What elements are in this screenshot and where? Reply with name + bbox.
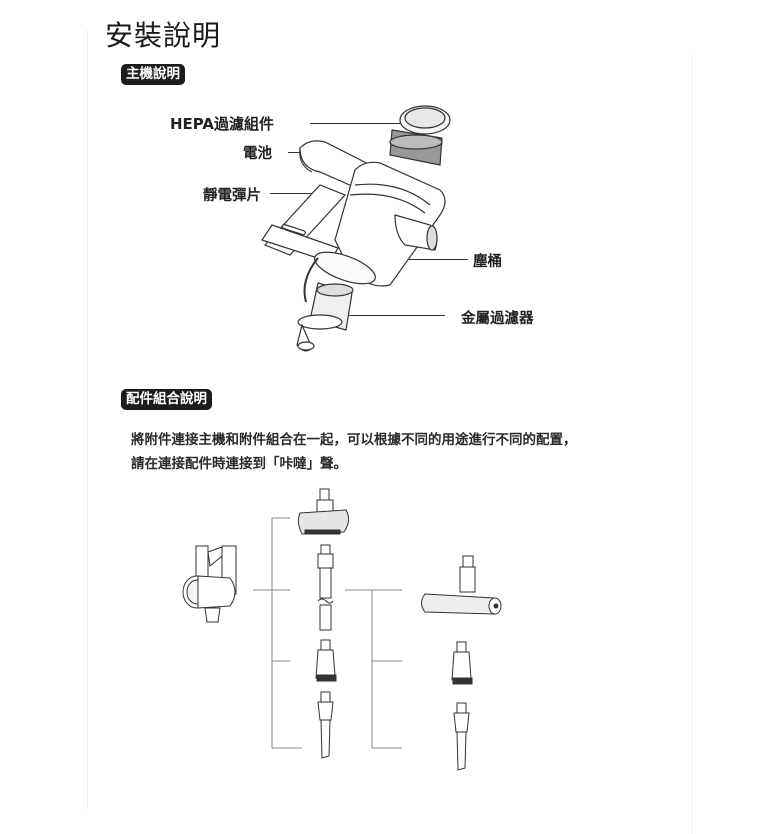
label-dust-bin: 塵桶 [473,254,502,270]
combination-brush-illustration [315,639,337,682]
crevice-tool-2-illustration [453,702,470,771]
left-bracket-lines [253,517,302,749]
page-title: 安裝說明 [105,19,222,52]
section-badge-accessories: 配件組合說明 [121,389,212,410]
main-unit-small-illustration [182,545,237,623]
crevice-tool-illustration [317,691,334,759]
left-margin-line [87,30,88,809]
vacuum-main-unit-illustration [261,105,451,352]
description-line-1: 將附件連接主機和附件組合在一起，可以根據不同的用途進行不同的配置， [131,432,577,448]
label-static-strip: 靜電彈片 [203,188,261,204]
label-hepa-filter: HEPA過濾組件 [170,115,275,133]
floor-brush-illustration [421,555,502,615]
accessories-description: 將附件連接主機和附件組合在一起，可以根據不同的用途進行不同的配置， 請在連接配件… [131,428,577,476]
leader-dust-bin [372,259,468,260]
section-badge-main-unit: 主機說明 [121,64,185,85]
label-battery: 電池 [243,146,272,162]
leader-metal-filter [345,315,445,316]
leader-static-strip [270,193,342,194]
extension-tube-illustration [317,544,334,631]
accessories-assembly-diagram [182,488,502,771]
right-bracket-lines [345,589,402,749]
description-line-2: 請在連接配件時連接到「咔噠」聲。 [131,456,347,472]
label-metal-filter: 金屬過濾器 [461,311,534,327]
right-margin-line [692,55,693,834]
leader-battery [288,152,308,153]
leader-hepa [310,123,400,124]
mini-brush-illustration [297,488,350,535]
combination-brush-2-illustration [451,641,473,685]
